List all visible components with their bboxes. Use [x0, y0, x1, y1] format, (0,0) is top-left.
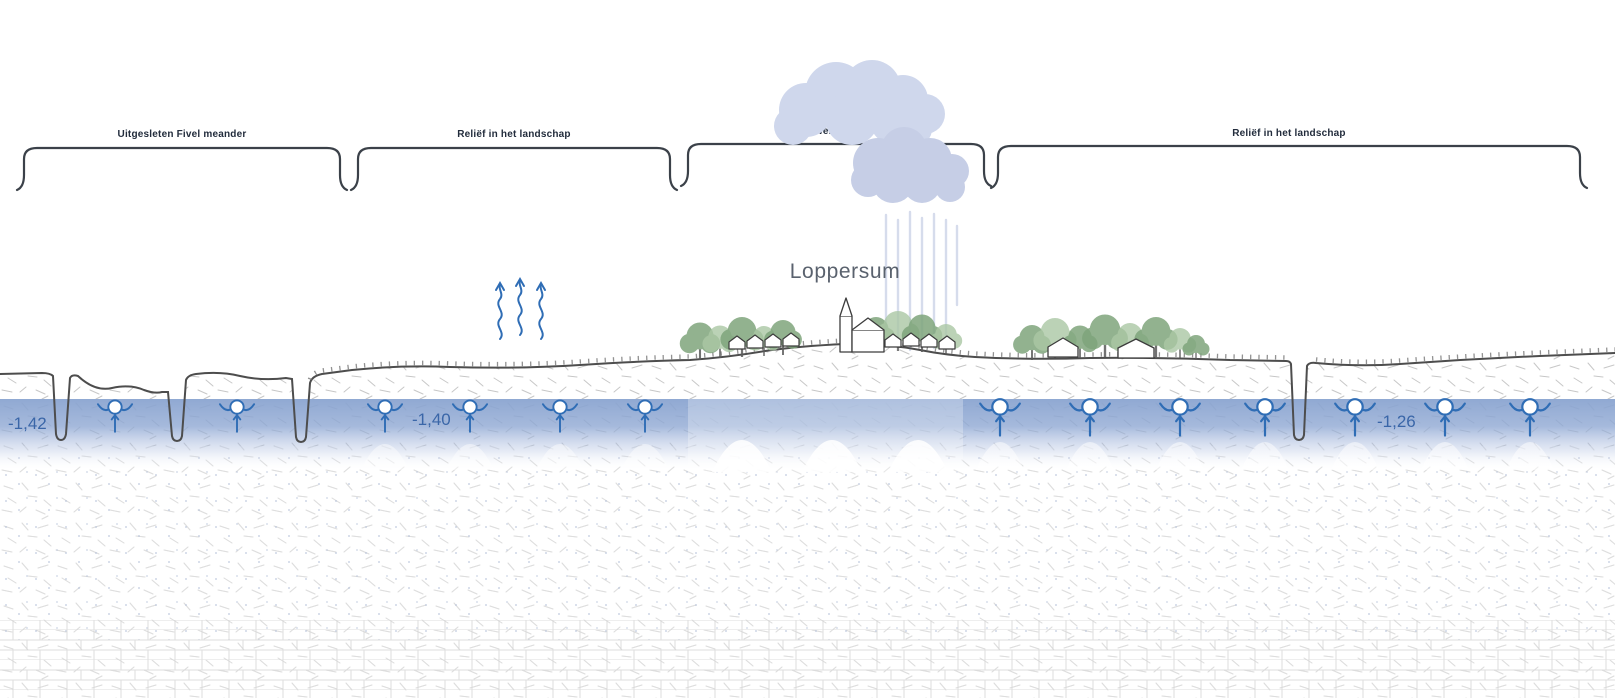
ground-surface-line [0, 342, 1615, 444]
water-level-label-right: -1,26 [1377, 412, 1416, 431]
subsoil-dots [0, 455, 1615, 640]
village-buildings [728, 297, 1155, 359]
farm-building-right [1117, 338, 1155, 359]
bracket-fivel-meander [15, 146, 349, 192]
church [839, 297, 885, 353]
section-brackets [15, 142, 1589, 192]
section-label-fivel-meander: Uitgesleten Fivel meander [118, 129, 247, 140]
bracket-relief-left [349, 146, 679, 192]
bracket-relief-right [989, 144, 1589, 190]
subsoil-brick-layer [0, 620, 1615, 698]
section-label-relief-left: Reliëf in het landschap [457, 129, 571, 140]
water-level-label-left: -1,42 [8, 414, 47, 433]
cloud-lower-icon [851, 127, 969, 203]
water-level-label-middle: -1,40 [412, 410, 451, 429]
seepage-bells [361, 440, 1554, 472]
bracket-kwelderwal [679, 142, 993, 188]
farm-building-left [1047, 337, 1079, 358]
place-label: Loppersum [790, 260, 900, 283]
section-label-relief-right: Reliëf in het landschap [1232, 128, 1346, 139]
